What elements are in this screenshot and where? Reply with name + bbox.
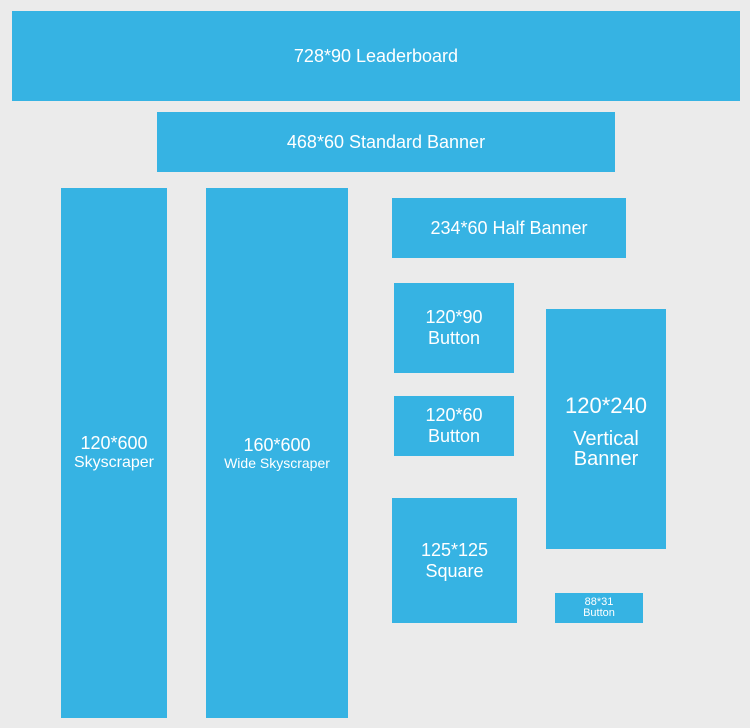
standard-banner-label: 468*60 Standard Banner [286,132,486,152]
vertical-banner-label: 120*240 Vertical Banner [565,393,647,468]
skyscraper-ad-block: 120*600 Skyscraper [61,188,167,718]
vertical-banner-name-line-2: Banner [573,447,639,470]
wide-skyscraper-label: 160*600 Wide Skyscraper [224,435,330,472]
micro-button-size: 88*31 [584,596,614,608]
button-120x60-ad-block: 120*60 Button [394,396,514,456]
square-button-ad-block: 125*125 Square [392,498,517,623]
micro-button-ad-block: 88*31 Button [555,593,643,623]
button-120x90-ad-block: 120*90 Button [394,283,514,373]
micro-button-label: 88*31 Button [583,597,615,619]
square-button-size: 125*125 [420,539,489,560]
button-120x60-label: 120*60 Button [425,405,482,446]
wide-skyscraper-ad-block: 160*600 Wide Skyscraper [206,188,348,718]
wide-skyscraper-size: 160*600 [243,434,311,455]
vertical-banner-name-line-1: Vertical [573,427,639,450]
skyscraper-size: 120*600 [80,433,148,454]
button-120x90-name: Button [427,328,481,348]
skyscraper-name: Skyscraper [73,454,155,472]
half-banner-label: 234*60 Half Banner [430,218,588,238]
vertical-banner-ad-block: 120*240 Vertical Banner [546,309,666,549]
standard-banner-ad-block: 468*60 Standard Banner [157,112,615,172]
leaderboard-label: 728*90 Leaderboard [293,46,459,66]
leaderboard-ad-block: 728*90 Leaderboard [12,11,740,101]
button-120x60-size: 120*60 [425,405,483,426]
skyscraper-label: 120*600 Skyscraper [74,433,154,472]
wide-skyscraper-name: Wide Skyscraper [224,455,330,472]
micro-button-name: Button [583,607,615,619]
button-120x60-name: Button [427,426,481,446]
button-120x90-label: 120*90 Button [425,307,482,348]
square-button-name: Square [425,560,484,581]
half-banner-ad-block: 234*60 Half Banner [392,198,626,258]
square-button-label: 125*125 Square [421,540,488,581]
vertical-banner-size: 120*240 [565,393,647,419]
button-120x90-size: 120*90 [425,307,483,328]
